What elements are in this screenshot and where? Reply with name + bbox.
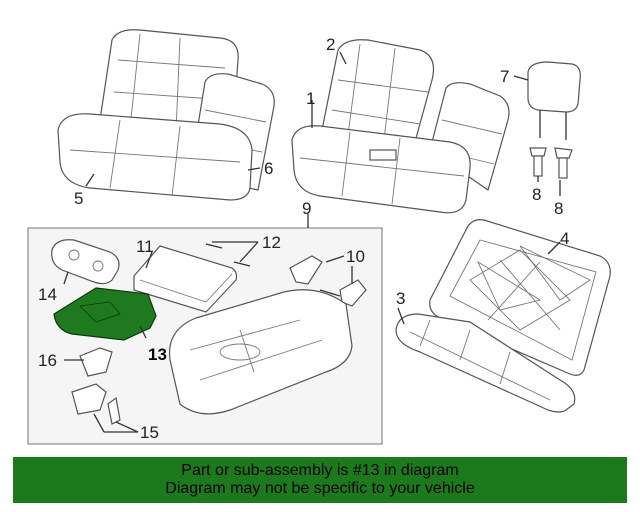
headrest-drawing (527, 61, 581, 179)
callout-14: 14 (38, 285, 57, 304)
callout-16: 16 (38, 351, 57, 370)
callout-11: 11 (136, 237, 154, 256)
callout-10: 10 (346, 247, 365, 266)
cushion-frame-drawing (395, 313, 576, 413)
callout-9: 9 (302, 199, 311, 218)
leader-lines (63, 51, 561, 433)
callout-8a: 8 (532, 185, 541, 204)
callout-1: 1 (306, 89, 315, 108)
callout-6: 6 (264, 159, 273, 178)
highlighted-part-13-detail (79, 301, 121, 323)
armrest-parts-drawing (51, 239, 367, 425)
callout-8b: 8 (554, 199, 563, 218)
seatback-frame-drawing (429, 219, 611, 376)
rear-seat-left-drawing (57, 29, 275, 201)
callout-3: 3 (396, 289, 405, 308)
banner-line-1: Part or sub-assembly is #13 in diagram (181, 462, 459, 479)
callout-15: 15 (140, 423, 159, 442)
callout-7: 7 (500, 67, 509, 86)
info-banner: Part or sub-assembly is #13 in diagram D… (13, 457, 627, 503)
callout-2: 2 (326, 35, 335, 54)
callout-12: 12 (262, 233, 281, 252)
highlighted-part-13[interactable] (53, 287, 157, 341)
rear-seat-center-drawing (291, 39, 510, 214)
callout-13: 13 (148, 345, 167, 364)
parts-diagram: 1 2 3 4 5 6 7 8 8 9 10 11 12 13 14 15 16 (27, 29, 611, 445)
callout-5: 5 (74, 189, 83, 208)
callout-4: 4 (560, 229, 569, 248)
banner-line-2: Diagram may not be specific to your vehi… (165, 480, 475, 497)
